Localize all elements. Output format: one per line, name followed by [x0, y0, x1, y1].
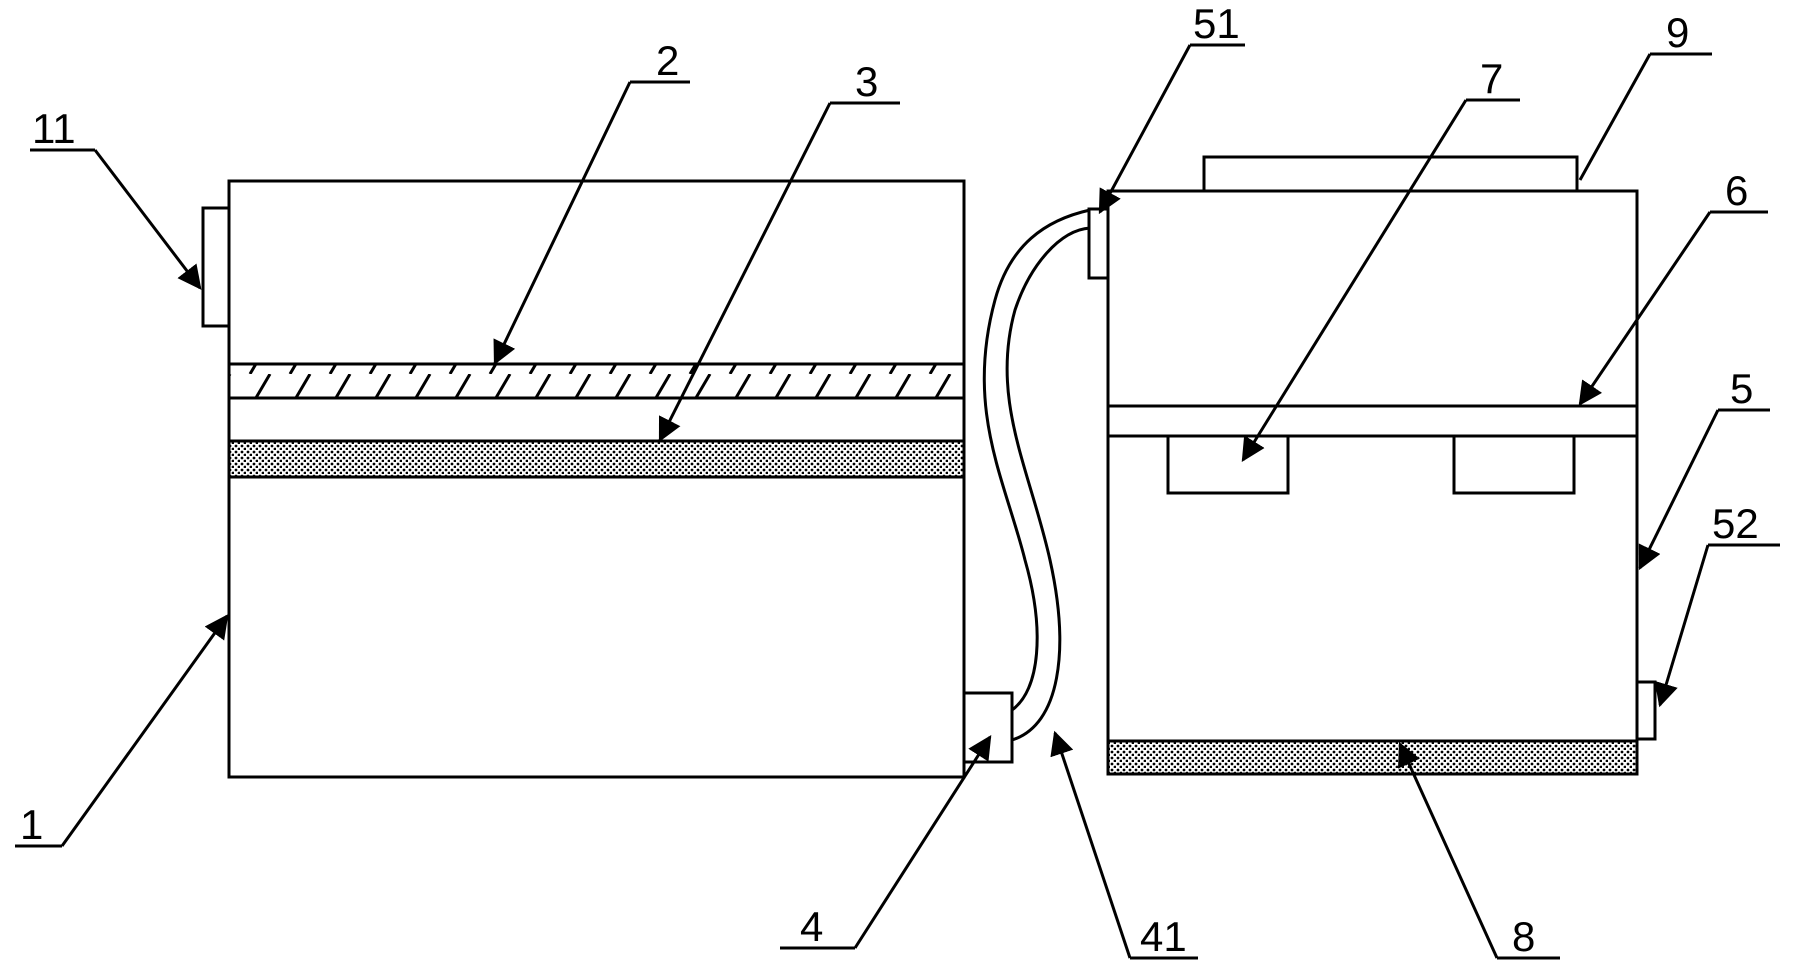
inlet-51	[1087, 207, 1110, 280]
label-6: 6	[1725, 167, 1748, 214]
label-4: 4	[800, 903, 823, 950]
label-8: 8	[1512, 913, 1535, 960]
block-7-left	[1166, 434, 1290, 495]
side-port-11	[201, 206, 231, 328]
filter-layer-3	[227, 439, 966, 479]
leader-lines	[15, 43, 1780, 960]
label-2: 2	[656, 37, 679, 84]
block-7-right	[1452, 434, 1576, 495]
bottom-layer-8	[1106, 739, 1639, 776]
label-9: 9	[1666, 9, 1689, 56]
label-41: 41	[1140, 913, 1187, 960]
label-51: 51	[1193, 0, 1240, 47]
hatched-layer-2	[227, 362, 966, 400]
outlet-4	[962, 691, 1014, 764]
left-housing	[201, 179, 1014, 779]
label-52: 52	[1712, 500, 1759, 547]
label-11: 11	[32, 105, 76, 152]
label-7: 7	[1480, 55, 1503, 102]
plate-6	[1106, 404, 1639, 438]
hose-41	[982, 208, 1091, 742]
port-52	[1635, 680, 1657, 741]
right-housing	[1087, 155, 1657, 776]
part-labels: 11 2 3 1 4 41 51 9 7 6 5 52 8	[20, 0, 1759, 960]
label-1: 1	[20, 801, 43, 848]
top-plate-9	[1202, 155, 1579, 193]
label-3: 3	[855, 58, 878, 105]
label-5: 5	[1730, 365, 1753, 412]
